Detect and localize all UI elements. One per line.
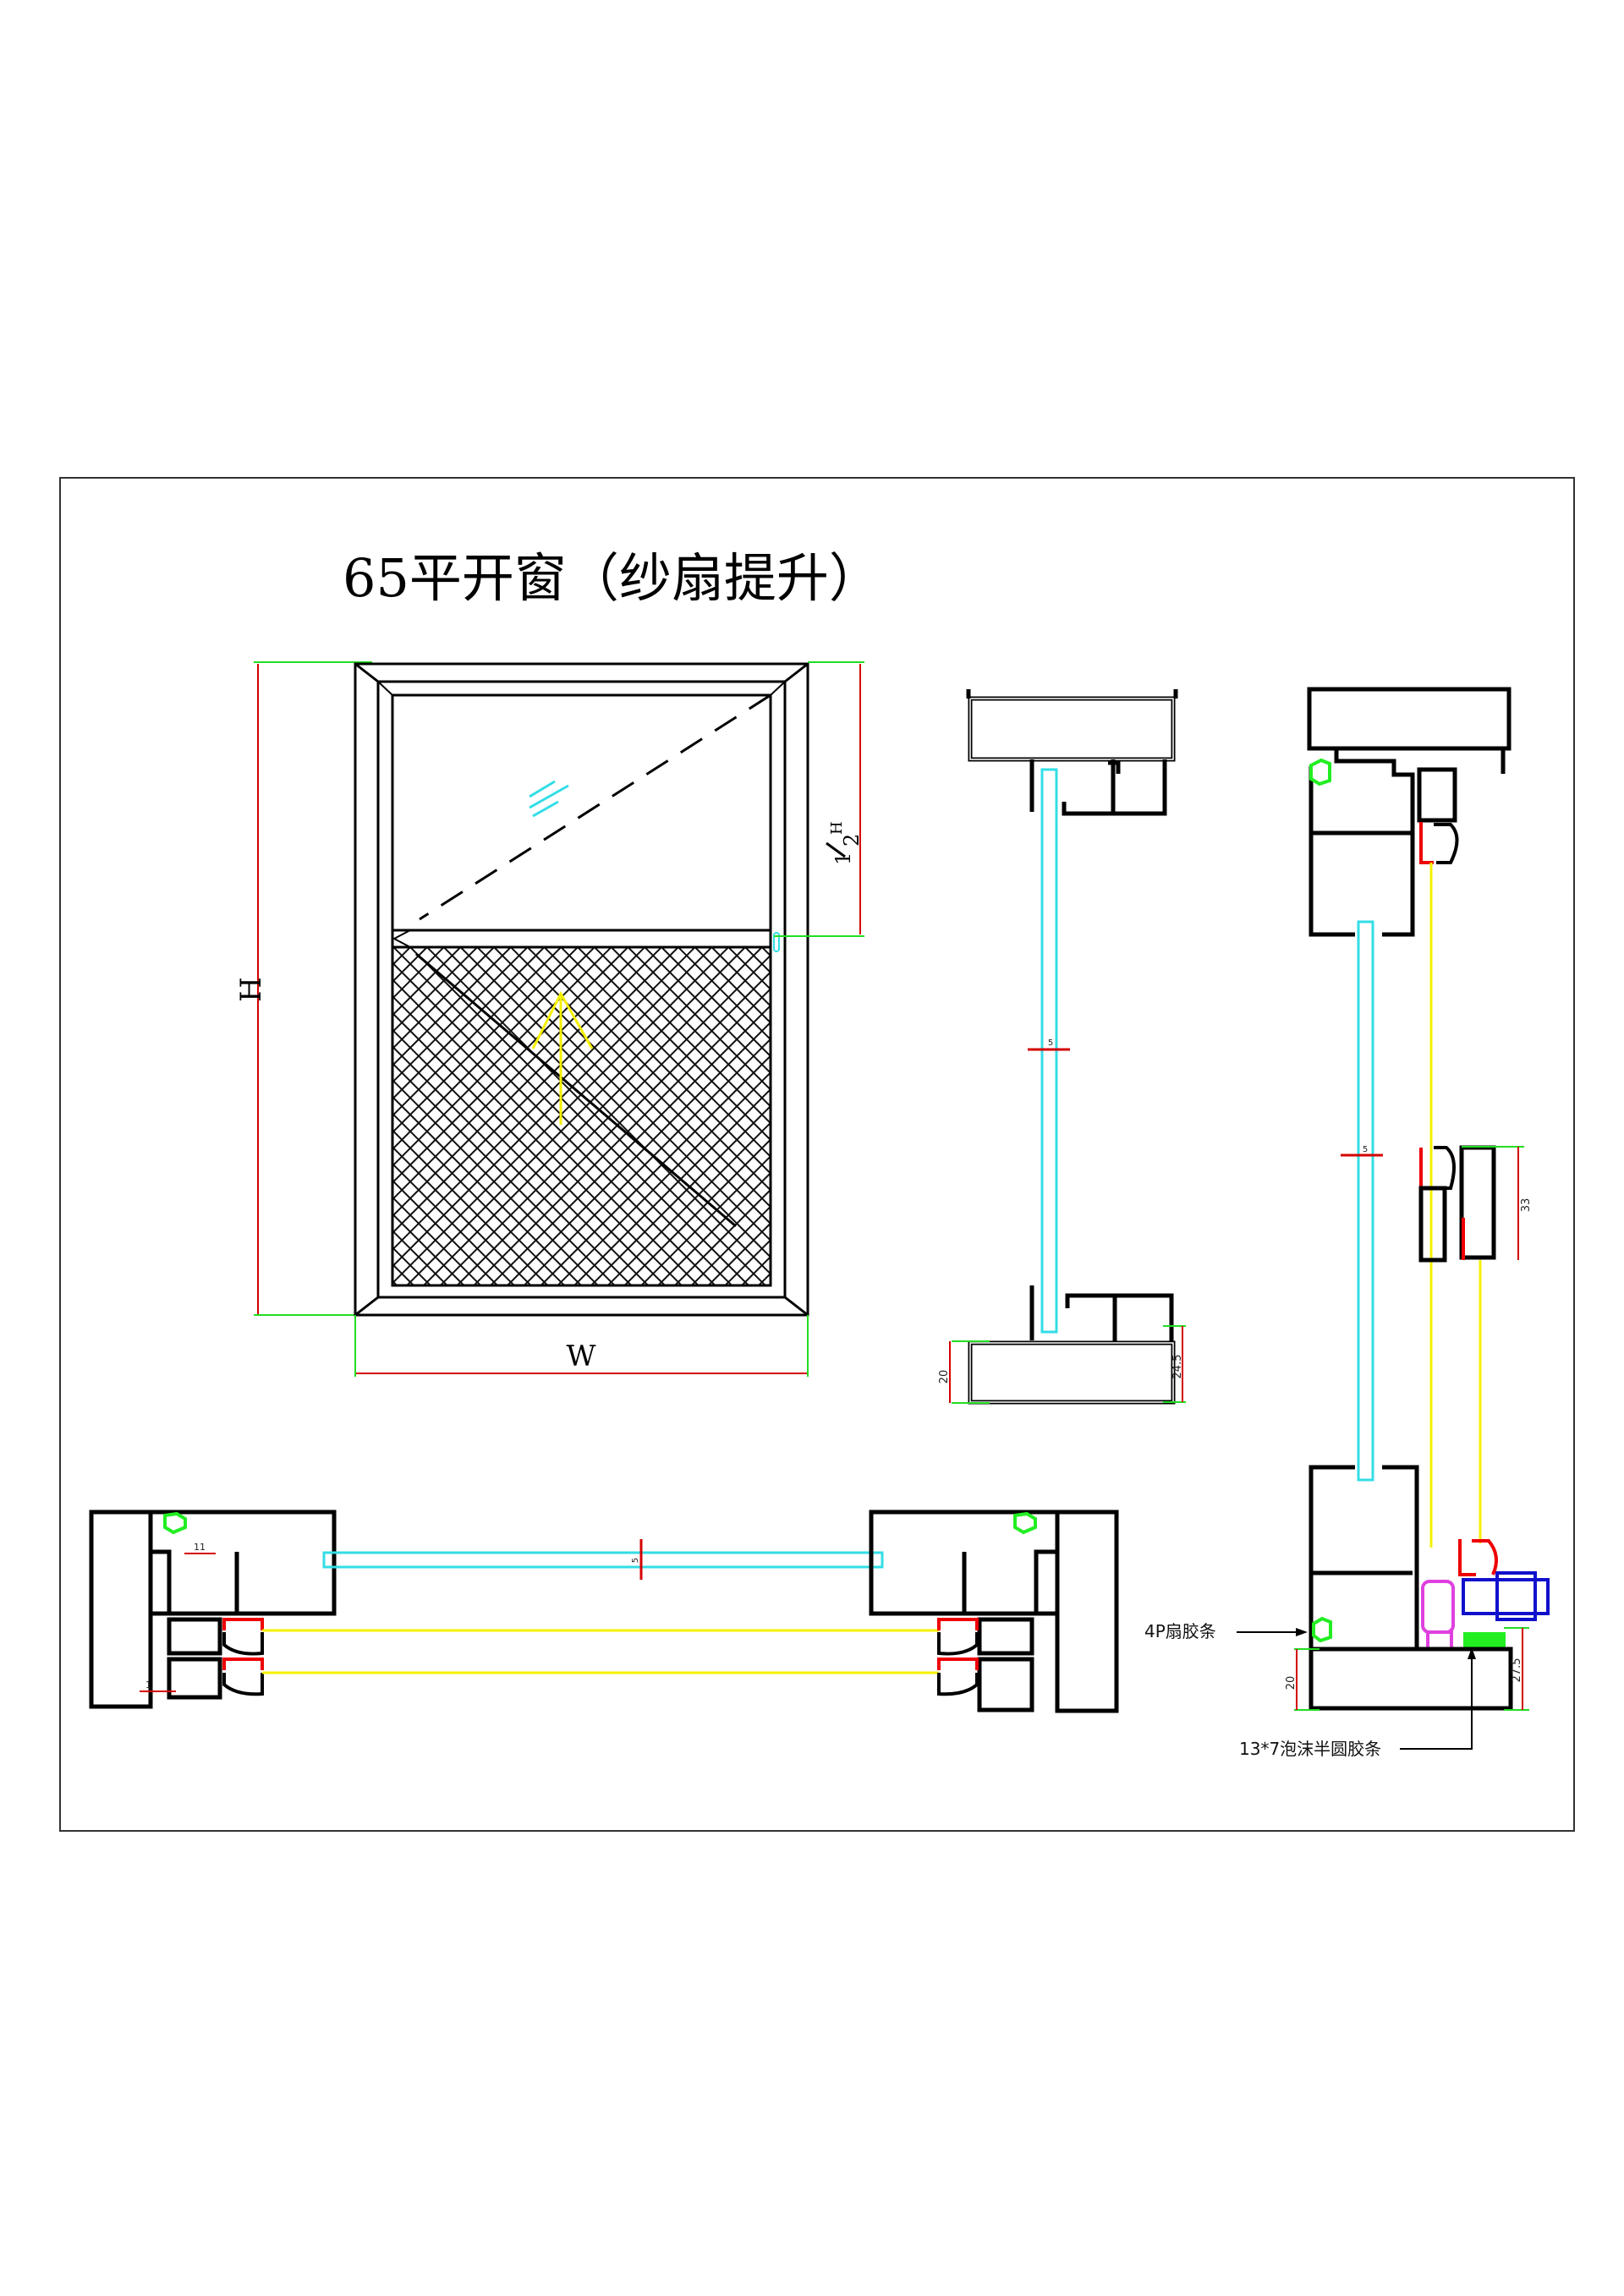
screen-sash-profile [977, 1617, 1034, 1656]
screen-frame-profile [1459, 1145, 1496, 1260]
gasket-red [222, 1618, 264, 1630]
bottom-sash-profile [1029, 1285, 1174, 1343]
screen-sash-rail [391, 929, 772, 949]
top-frame-profile [968, 696, 1176, 762]
insect-screen-mesh [391, 945, 772, 1287]
svg-text:2: 2 [840, 834, 864, 847]
glass-pane [1357, 920, 1374, 1482]
svg-text:H: H [828, 821, 846, 835]
gasket-green [1312, 1616, 1332, 1643]
miter-line [770, 681, 786, 696]
vertical-section-center: 5 20 24.5 [938, 689, 1186, 1405]
height-label: H [234, 977, 268, 1002]
window-elevation: H 1 [234, 661, 864, 1377]
hardware-magenta [1421, 1580, 1455, 1634]
half-height-label: 1 2 H [826, 821, 864, 865]
bottom-sash-height-label: 24.5 [1171, 1355, 1184, 1379]
hardware-blue [1462, 1578, 1550, 1615]
handle-icon [773, 932, 780, 952]
callout-leader [1400, 1653, 1473, 1750]
sash-profile [1309, 748, 1415, 937]
foam-strip-callout: 13*7泡沫半圆胶条 [1239, 1739, 1381, 1759]
miter-line [354, 1296, 379, 1317]
glass-symbol-icon [529, 780, 569, 818]
opening-direction-line [419, 693, 771, 921]
jamb-sash-profile [151, 1510, 337, 1616]
screen-sash-profile [167, 1657, 222, 1700]
outer-frame [354, 662, 809, 1317]
screen-sash-height-label: 33 [1520, 1198, 1533, 1213]
bottom-sash-height-label: 27.5 [1511, 1658, 1523, 1683]
screen-opening-line [415, 952, 737, 1228]
drawing-title: 65平开窗（纱扇提升） [343, 547, 881, 609]
jamb-sash-profile [869, 1510, 1057, 1616]
glass-thickness-label: 5 [1363, 1145, 1368, 1154]
miter-line [784, 1296, 809, 1317]
foam-strip [1463, 1632, 1506, 1649]
gasket-green [1013, 1511, 1037, 1535]
gasket-red [937, 1618, 979, 1630]
gasket-red [1419, 822, 1434, 864]
lift-arrow-icon [531, 990, 594, 1125]
width-label: W [567, 1340, 596, 1373]
bottom-frame-profile [968, 1340, 1176, 1405]
bottom-frame-height-label: 20 [938, 1370, 951, 1384]
miter-line [377, 681, 393, 696]
sash-frame [376, 680, 787, 1299]
glass-thickness-label: 5 [1048, 1038, 1053, 1048]
screen-sash-profile [167, 1617, 222, 1656]
jamb-frame-profile [89, 1510, 153, 1709]
glass-area [391, 693, 772, 942]
miter-line [784, 662, 809, 683]
horizontal-section: 11 1 5 [89, 1510, 1119, 1713]
bottom-frame-height-label: 20 [1285, 1676, 1298, 1690]
sash-gasket-callout: 4P扇胶条 [1144, 1621, 1216, 1641]
gap-dimension-label: 11 [194, 1542, 206, 1553]
rail-end [392, 929, 411, 948]
screen-sash-profile [977, 1657, 1034, 1712]
gasket-green [163, 1511, 187, 1535]
bottom-frame-profile [1309, 1647, 1513, 1711]
small-dimension-label: 1 [145, 1680, 151, 1690]
screen-sash-profile [1417, 767, 1457, 823]
screen-sash-profile [1418, 1186, 1447, 1263]
top-sash-profile [1029, 759, 1167, 816]
glass-pane [322, 1551, 884, 1569]
glass-thickness-label: 5 [631, 1558, 640, 1563]
miter-line [354, 662, 379, 683]
top-frame-profile [1307, 687, 1512, 751]
sheet-border [59, 477, 1575, 1832]
vertical-section-right: 5 33 20 27.5 4P扇胶条 1 [1144, 687, 1550, 1759]
gasket-green [1309, 758, 1331, 786]
svg-text:1: 1 [831, 852, 855, 865]
jamb-frame-profile [1055, 1510, 1119, 1713]
